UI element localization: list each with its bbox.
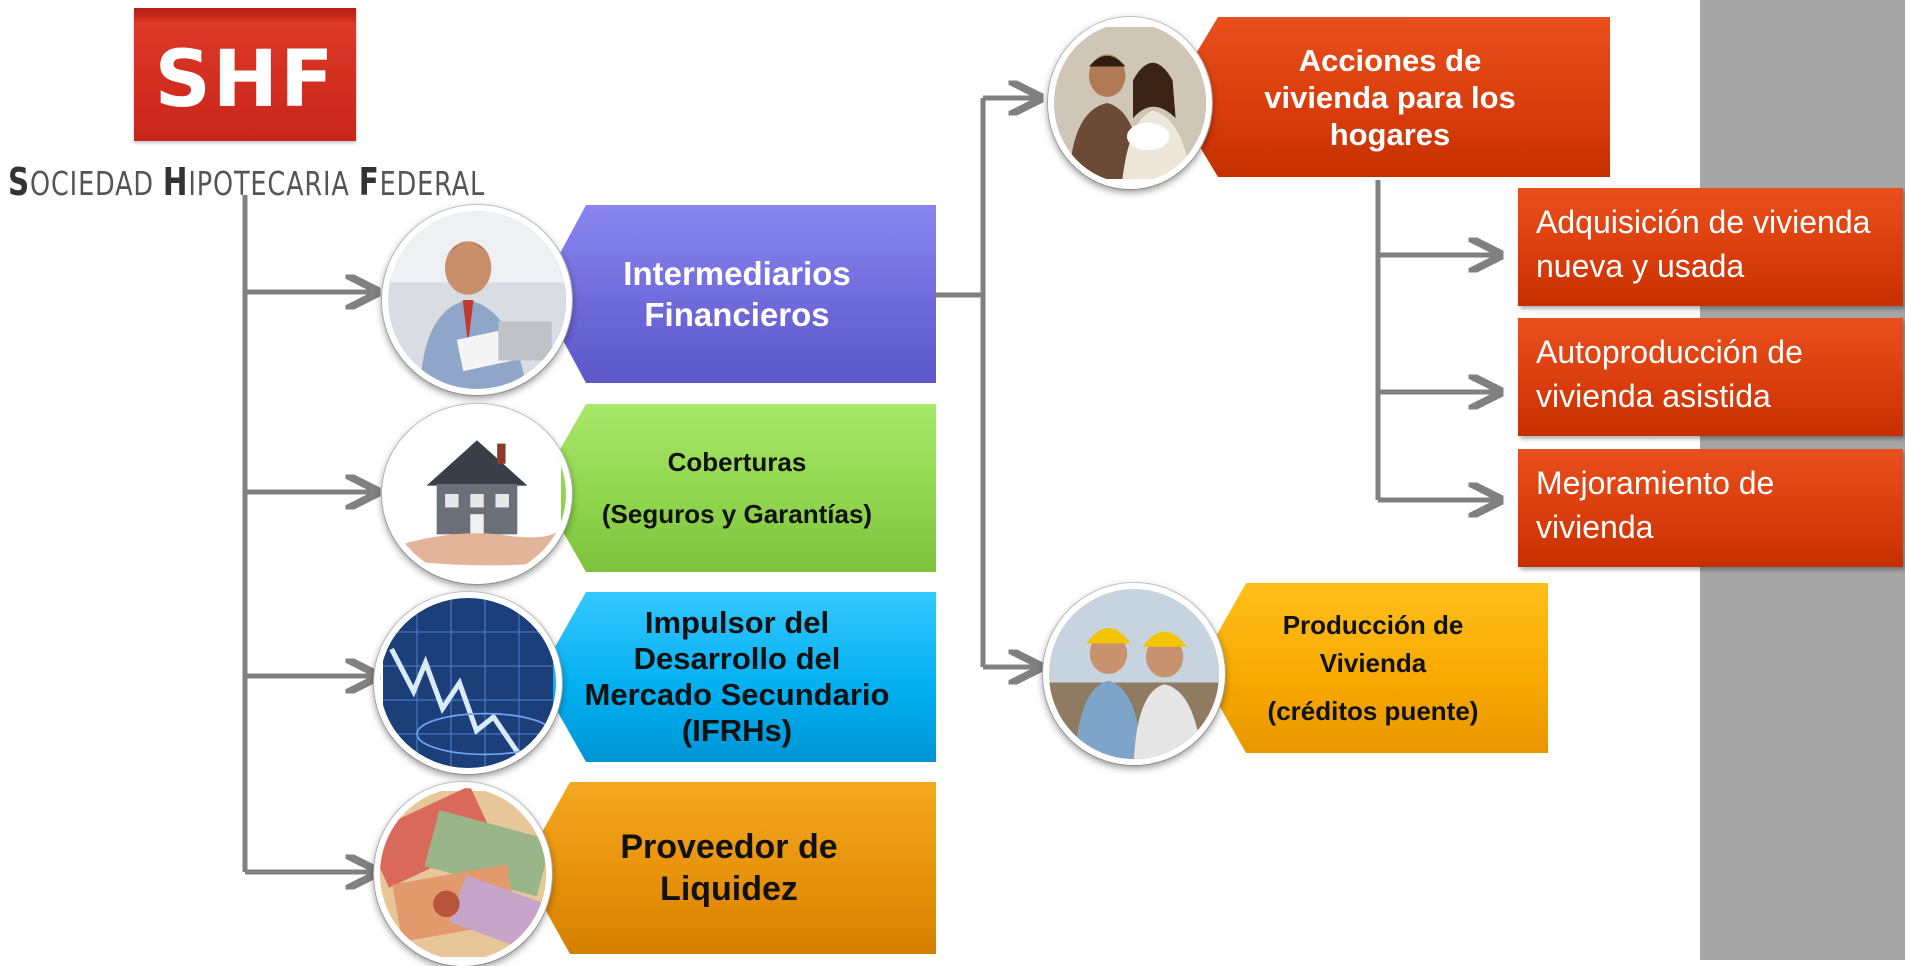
box-acciones-vivienda: Acciones de vivienda para los hogares — [1170, 17, 1610, 177]
sub-line: Adquisición de vivienda — [1536, 204, 1871, 240]
logo-mark: SHF — [154, 35, 336, 125]
logo-caption: SOCIEDAD HIPOTECARIA FEDERAL — [8, 160, 484, 204]
box-line: Liquidez — [660, 870, 798, 908]
caption-rest: IPOTECARIA — [188, 164, 359, 203]
box-line: hogares — [1329, 116, 1451, 152]
box-line: (IFRHs) — [681, 713, 793, 748]
house-in-hand-photo — [382, 404, 572, 584]
box-impulsor-mercado-secundario: Impulsor del Desarrollo del Mercado Secu… — [538, 592, 936, 762]
box-coberturas: Coberturas (Seguros y Garantías) — [538, 404, 936, 572]
box-line: Producción de — [1282, 610, 1464, 640]
caption-initial: S — [8, 160, 31, 204]
box-line: Coberturas — [667, 447, 807, 477]
box-line: Financieros — [644, 296, 830, 333]
box-line: Impulsor del — [644, 605, 830, 640]
box-proveedor-liquidez: Proveedor de Liquidez — [522, 782, 936, 954]
sub-line: Autoproducción de — [1536, 334, 1803, 370]
box-line: vivienda para los — [1264, 79, 1516, 115]
box-line: (créditos puente) — [1267, 696, 1479, 726]
construction-workers-photo — [1043, 583, 1225, 765]
banknotes-photo — [374, 782, 552, 966]
box-line: Proveedor de — [620, 828, 838, 866]
box-produccion-vivienda: Producción de Vivienda (créditos puente) — [1198, 583, 1548, 753]
box-line: Intermediarios — [623, 255, 851, 292]
stock-chart-photo — [374, 592, 562, 774]
box-line: Acciones de — [1298, 42, 1482, 78]
sub-item-mejoramiento: Mejoramiento de vivienda — [1518, 449, 1903, 567]
sub-item-autoproduccion: Autoproducción de vivienda asistida — [1518, 318, 1903, 436]
sub-line: Mejoramiento de — [1536, 465, 1775, 501]
caption-rest: EDERAL — [379, 164, 486, 203]
shf-logo: SHF — [134, 8, 356, 141]
box-line: Mercado Secundario — [584, 677, 890, 712]
sub-line: vivienda asistida — [1536, 378, 1771, 414]
sub-item-adquisicion: Adquisición de vivienda nueva y usada — [1518, 188, 1903, 306]
caption-rest: OCIEDAD — [30, 164, 163, 203]
box-line: Vivienda — [1319, 648, 1427, 678]
businessman-photo — [382, 205, 572, 395]
box-line: Desarrollo del — [633, 641, 841, 676]
family-photo — [1048, 17, 1212, 189]
caption-initial: H — [162, 160, 189, 204]
sub-line: vivienda — [1536, 509, 1654, 545]
caption-initial: F — [358, 160, 380, 204]
box-line: (Seguros y Garantías) — [601, 499, 873, 529]
sub-line: nueva y usada — [1536, 248, 1745, 284]
box-intermediarios-financieros: Intermediarios Financieros — [538, 205, 936, 383]
